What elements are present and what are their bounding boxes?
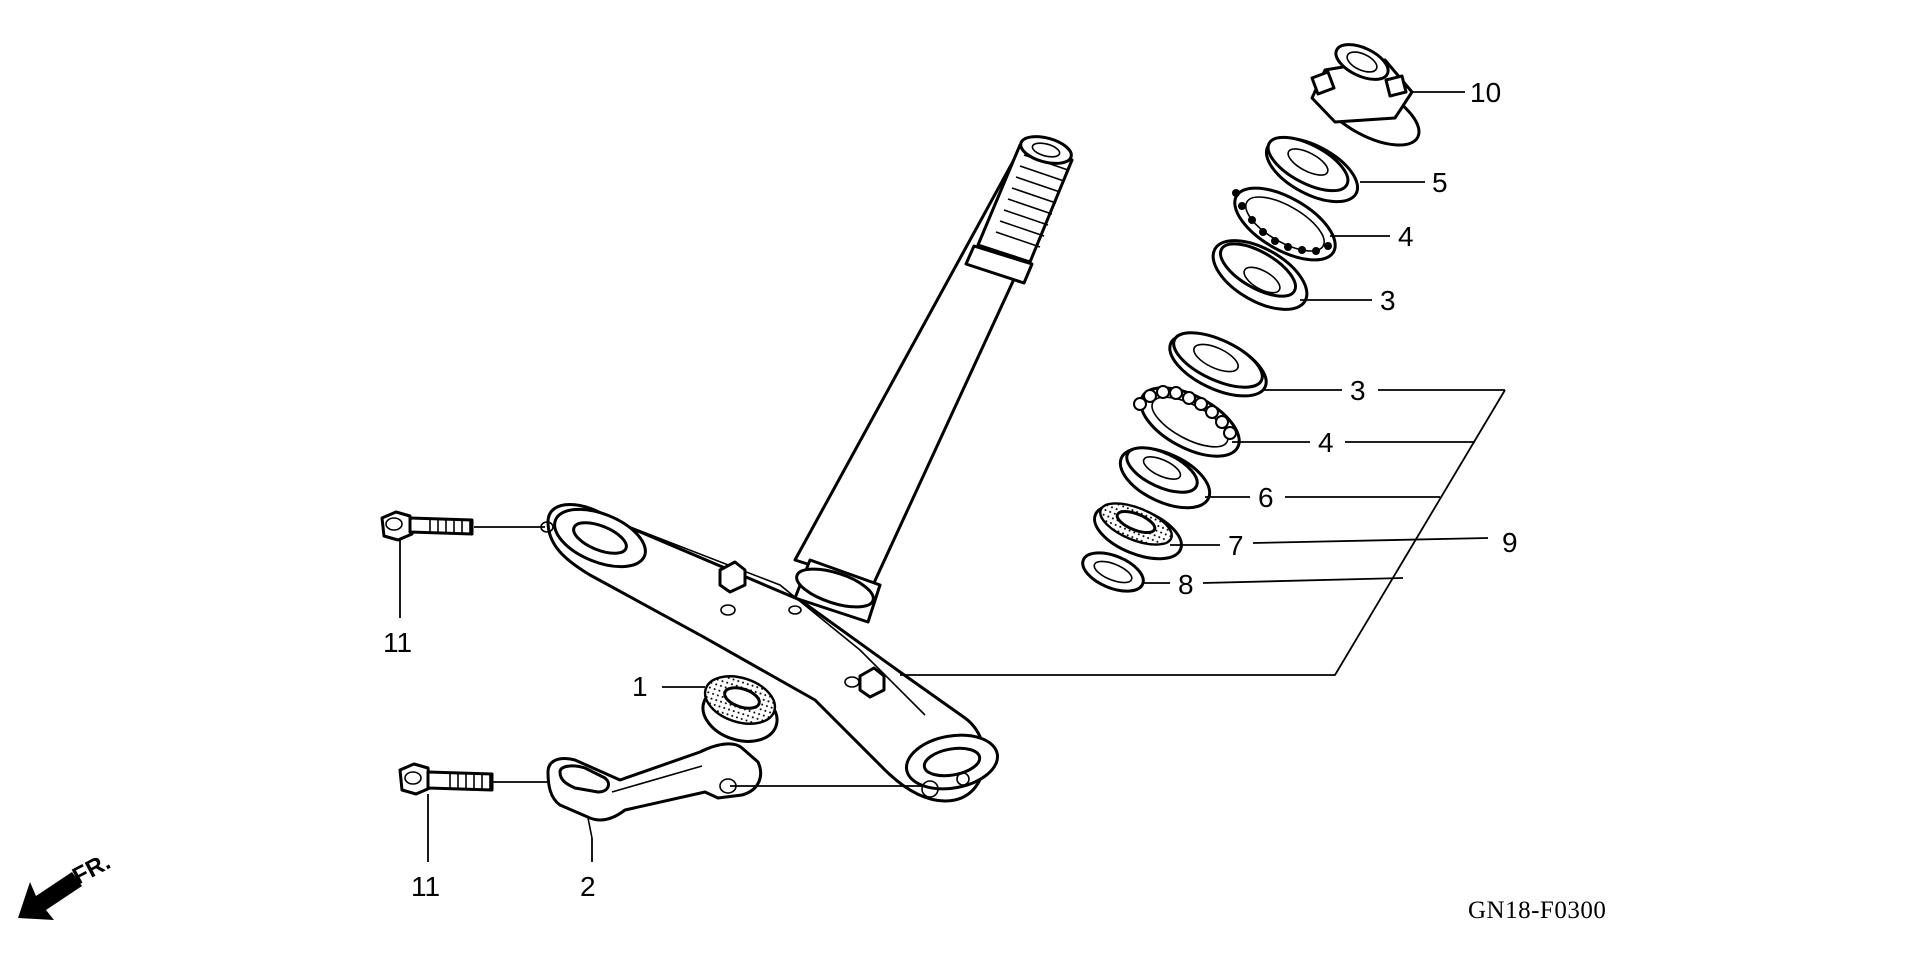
callout-7: 7: [1228, 530, 1244, 561]
callout-3-upper: 3: [1380, 285, 1396, 316]
leader-lines: [399, 91, 1506, 862]
steering-stem: [540, 135, 1074, 803]
callout-2: 2: [580, 871, 596, 902]
dust-seal: [1093, 502, 1183, 561]
stopper-bracket: [546, 742, 763, 839]
callout-1: 1: [632, 671, 648, 702]
front-direction-indicator: FR.: [18, 848, 115, 920]
callout-3-lower: 3: [1350, 375, 1366, 406]
figure-code: GN18-F0300: [1468, 897, 1606, 924]
callout-5: 5: [1432, 167, 1448, 198]
pinch-bolt-lower: [398, 762, 494, 796]
callout-10: 10: [1470, 77, 1501, 108]
upper-ball-bearing: [1232, 186, 1337, 262]
callout-8: 8: [1178, 569, 1194, 600]
callout-6: 6: [1258, 482, 1274, 513]
pinch-bolt-upper: [380, 510, 474, 542]
front-arrow-icon: [18, 872, 82, 920]
callout-4-lower: 4: [1318, 427, 1334, 458]
steering-seal: [701, 675, 779, 743]
lower-inner-race: [1118, 446, 1212, 510]
lower-ball-bearing: [1133, 385, 1241, 458]
adjusting-nut: [1310, 43, 1421, 147]
callout-9: 9: [1502, 527, 1518, 558]
upper-cone-race: [1211, 239, 1309, 311]
callout-11-lower: 11: [411, 871, 440, 902]
lower-outer-race: [1168, 331, 1268, 398]
callout-4-upper: 4: [1398, 221, 1414, 252]
upper-race: [1264, 135, 1360, 204]
callout-11-upper: 11: [383, 627, 412, 658]
washer: [1081, 551, 1145, 593]
